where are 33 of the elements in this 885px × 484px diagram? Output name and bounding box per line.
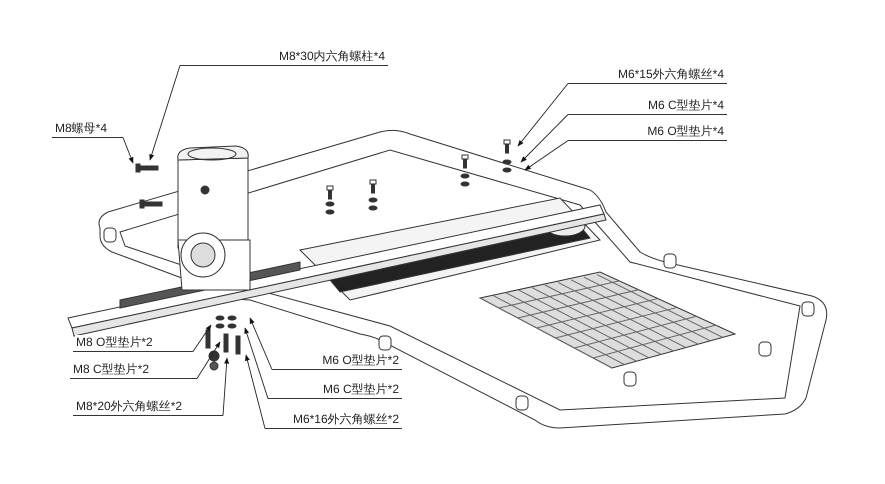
leader-label-underline xyxy=(70,361,197,379)
leader-label-underline xyxy=(180,48,388,66)
leader-line xyxy=(520,114,568,162)
leader-label-underline xyxy=(73,398,223,416)
leader-label-underline xyxy=(272,352,402,370)
part-label: M6 O型垫片*2 xyxy=(321,353,400,368)
leader-label-underline xyxy=(268,381,402,399)
part-label: M8*30内六角螺柱*4 xyxy=(278,49,386,64)
part-label: M8 O型垫片*2 xyxy=(75,335,154,350)
part-label: M6 C型垫片*2 xyxy=(322,382,400,397)
leader-label-underline xyxy=(568,97,727,115)
leader-line xyxy=(244,354,266,429)
leader-label-underline xyxy=(568,123,727,141)
part-label: M6 O型垫片*4 xyxy=(646,124,725,139)
part-label: M8*20外六角螺丝*2 xyxy=(75,399,184,414)
leader-line xyxy=(196,341,220,379)
leader-label-underline xyxy=(52,120,123,138)
leader-label-underline xyxy=(265,411,402,429)
part-label: M8 C型垫片*2 xyxy=(72,362,150,377)
leader-line xyxy=(222,357,230,416)
leader-line xyxy=(244,327,268,399)
part-label: M6 C型垫片*4 xyxy=(646,98,725,113)
part-label: M6*15外六角螺丝*4 xyxy=(616,67,725,82)
leader-line xyxy=(149,65,180,161)
leader-label-underline xyxy=(568,66,727,84)
leader-line xyxy=(192,324,212,352)
leader-line xyxy=(122,137,134,164)
leader-label-underline xyxy=(73,334,193,352)
leader-line xyxy=(524,140,568,170)
leader-line xyxy=(518,83,568,146)
leader-line xyxy=(250,317,272,370)
part-label: M6*16外六角螺丝*2 xyxy=(292,412,400,427)
part-label: M8螺母*4 xyxy=(54,121,108,136)
